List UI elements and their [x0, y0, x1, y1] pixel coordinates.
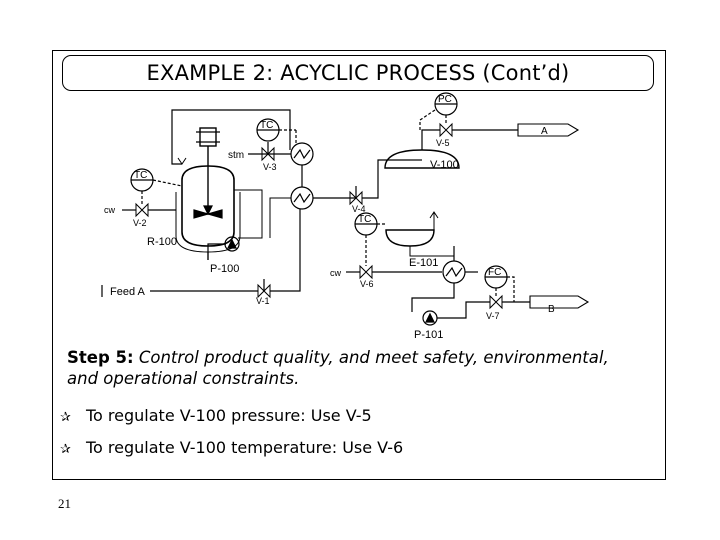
label-stream-a: A	[541, 126, 548, 137]
label-p101: P-101	[414, 329, 443, 341]
page-number: 21	[58, 496, 71, 511]
label-tc-mid: TC	[358, 214, 371, 225]
slide-frame	[52, 50, 666, 480]
valve-v4	[349, 186, 363, 206]
label-v7: V-7	[486, 311, 500, 321]
bullet-text: To regulate V-100 temperature: Use V-6	[86, 438, 404, 457]
star-bullet-icon: ✰	[60, 410, 71, 425]
bullet-text: To regulate V-100 pressure: Use V-5	[86, 406, 372, 425]
reactor-r100	[175, 127, 241, 253]
valve-v7	[489, 294, 503, 310]
label-v1: V-1	[256, 296, 270, 306]
label-v4: V-4	[352, 204, 366, 214]
bullet-item: ✰ To regulate V-100 pressure: Use V-5	[60, 406, 372, 428]
label-v2: V-2	[133, 218, 147, 228]
valve-v2	[135, 202, 149, 218]
flash-drum-v100	[384, 149, 460, 169]
step-label: Step 5:	[67, 348, 134, 367]
label-v6: V-6	[360, 279, 374, 289]
valve-v1	[257, 279, 271, 299]
label-v100: V-100	[430, 159, 459, 171]
label-e101: E-101	[409, 257, 438, 269]
valve-v3	[261, 142, 275, 162]
star-bullet-icon: ✰	[60, 442, 71, 457]
label-feed-a: Feed A	[110, 286, 146, 298]
label-r100: R-100	[147, 236, 177, 248]
label-cw-left: cw	[104, 205, 116, 215]
label-stream-b: B	[548, 304, 555, 315]
label-fc: FC	[488, 267, 501, 278]
valve-v6	[359, 264, 373, 280]
slide-title: EXAMPLE 2: ACYCLIC PROCESS (Cont’d)	[62, 55, 654, 91]
pump-p100	[224, 236, 240, 252]
label-tc-left: TC	[134, 170, 147, 181]
separator-drum	[385, 229, 435, 247]
label-tc-top: TC	[260, 120, 273, 131]
label-cw-mid: cw	[330, 268, 342, 278]
label-v3: V-3	[263, 162, 277, 172]
step-description: Control product quality, and meet safety…	[67, 348, 609, 388]
bullet-item: ✰ To regulate V-100 temperature: Use V-6	[60, 438, 403, 460]
step-5-text: Step 5: Control product quality, and mee…	[67, 347, 627, 389]
valve-v5	[439, 122, 453, 138]
label-pc: PC	[438, 94, 452, 105]
label-stm: stm	[228, 150, 244, 161]
label-p100: P-100	[210, 263, 239, 275]
label-v5: V-5	[436, 138, 450, 148]
